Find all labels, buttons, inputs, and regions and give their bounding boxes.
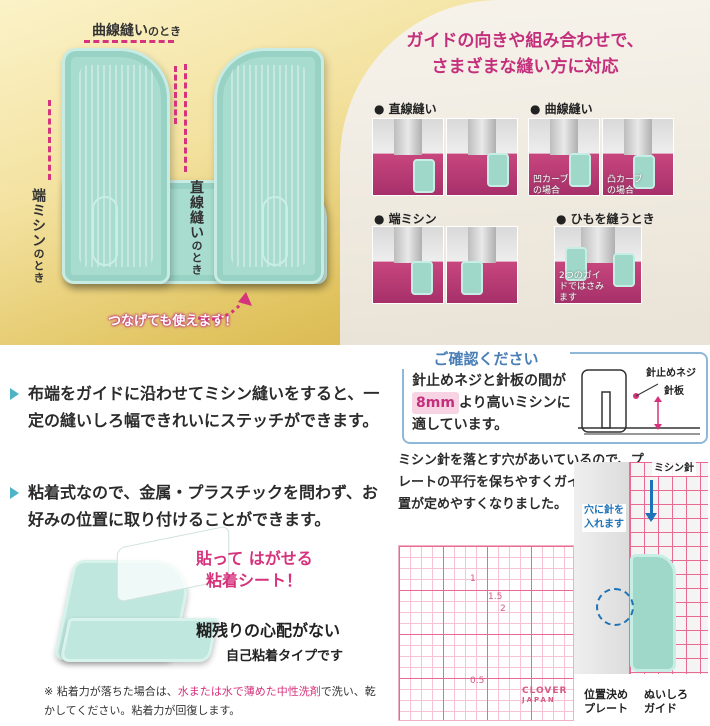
- connect-label: つなげても使えます！: [108, 314, 238, 329]
- down-arrow-icon: [645, 513, 657, 522]
- peelable-sheet-label: 貼って はがせる 粘着シート！: [196, 549, 313, 590]
- straight-dash-marker: [184, 64, 187, 172]
- plate-label: 針板: [664, 386, 684, 397]
- guide-piece-right: [214, 48, 324, 284]
- connect-arrow-icon: [197, 292, 252, 321]
- no-residue-text: 糊残りの心配がない: [196, 621, 341, 640]
- needle-clearance-figure: [578, 369, 700, 435]
- seam-guide-label: ぬいしろ ガイド: [644, 688, 688, 715]
- feature-bullet: 布端をガイドに沿わせてミシン縫いをすると、一定の縫いしろ幅できれいにステッチがで…: [10, 380, 382, 434]
- positioning-plate-photo: [398, 545, 574, 721]
- plate-number: 1.5: [488, 592, 503, 602]
- convex-caption: 凸カーブの場合: [607, 175, 643, 196]
- screw-label: 針止めネジ: [646, 368, 696, 379]
- edge-label: 端ミシンのとき: [30, 188, 46, 284]
- edge-sewing-title: ● 端ミシン: [374, 212, 437, 226]
- edge-sewing-photo: [372, 226, 444, 304]
- curve-dash-marker: [174, 66, 177, 124]
- hole-highlight-circle: [596, 588, 634, 626]
- curve-sewing-photo: 凸カーブの場合: [602, 118, 674, 196]
- straight-sewing-photo: [446, 118, 518, 196]
- edge-dash-marker: [48, 100, 51, 180]
- curve-dash-marker: [84, 40, 174, 43]
- positioning-plate-label: 位置決め プレート: [584, 688, 628, 715]
- sewing-machine-illustration: [574, 462, 630, 674]
- concave-caption: 凹カーブの場合: [533, 175, 569, 196]
- straight-sewing-photo: [372, 118, 444, 196]
- edge-sewing-photo: [446, 226, 518, 304]
- triangle-bullet-icon: [10, 487, 19, 499]
- confirm-title: ご確認ください: [402, 348, 570, 369]
- adhesion-footnote: ※ 粘着力が落ちた場合は、水または水で薄めた中性洗剤で洗い、乾かしてください。粘…: [44, 685, 376, 717]
- curve-sewing-photo: 凹カーブの場合: [528, 118, 600, 196]
- mm-value-badge: 8mm: [412, 392, 459, 414]
- plate-number: 2: [500, 604, 506, 614]
- placement-demo-figure: [574, 462, 708, 674]
- feature-bullet: 粘着式なので、金属・プラスチックを問わず、お好みの位置に取り付けることができます…: [10, 479, 382, 533]
- plate-number: 1: [470, 574, 476, 584]
- adhesive-guide-base: [59, 618, 219, 662]
- insert-needle-label: 穴に針を 入れます: [582, 504, 626, 532]
- clover-logo-icon: [262, 196, 288, 266]
- self-adhesive-text: 自己粘着タイプです: [226, 649, 344, 664]
- triangle-bullet-icon: [10, 388, 19, 400]
- straight-sewing-title: ● 直線縫い: [374, 102, 437, 116]
- plate-number: 0.5: [470, 676, 485, 686]
- clover-logo-icon: [92, 196, 118, 266]
- guide-ribs: [231, 65, 307, 267]
- banner-headline: ガイドの向きや組み合わせで、 さまざまな縫い方に対応: [406, 31, 644, 77]
- curve-label: 曲線縫いのとき: [92, 23, 181, 39]
- seam-guide-illustration: [630, 554, 676, 672]
- product-banner: 曲線縫いのとき 端ミシンのとき 直線縫いのとき つなげても使えます！ ガイドの向…: [0, 0, 710, 345]
- needle-label: ミシン針: [652, 462, 696, 476]
- needle-icon: [650, 480, 653, 520]
- straight-label: 直線縫いのとき: [188, 180, 204, 276]
- cord-caption: 2つのガイドではさみます: [559, 271, 605, 303]
- cord-sewing-title: ● ひもを縫うとき: [556, 212, 655, 226]
- curve-sewing-title: ● 曲線縫い: [530, 102, 593, 116]
- cord-sewing-photo: 2つのガイドではさみます: [554, 226, 642, 304]
